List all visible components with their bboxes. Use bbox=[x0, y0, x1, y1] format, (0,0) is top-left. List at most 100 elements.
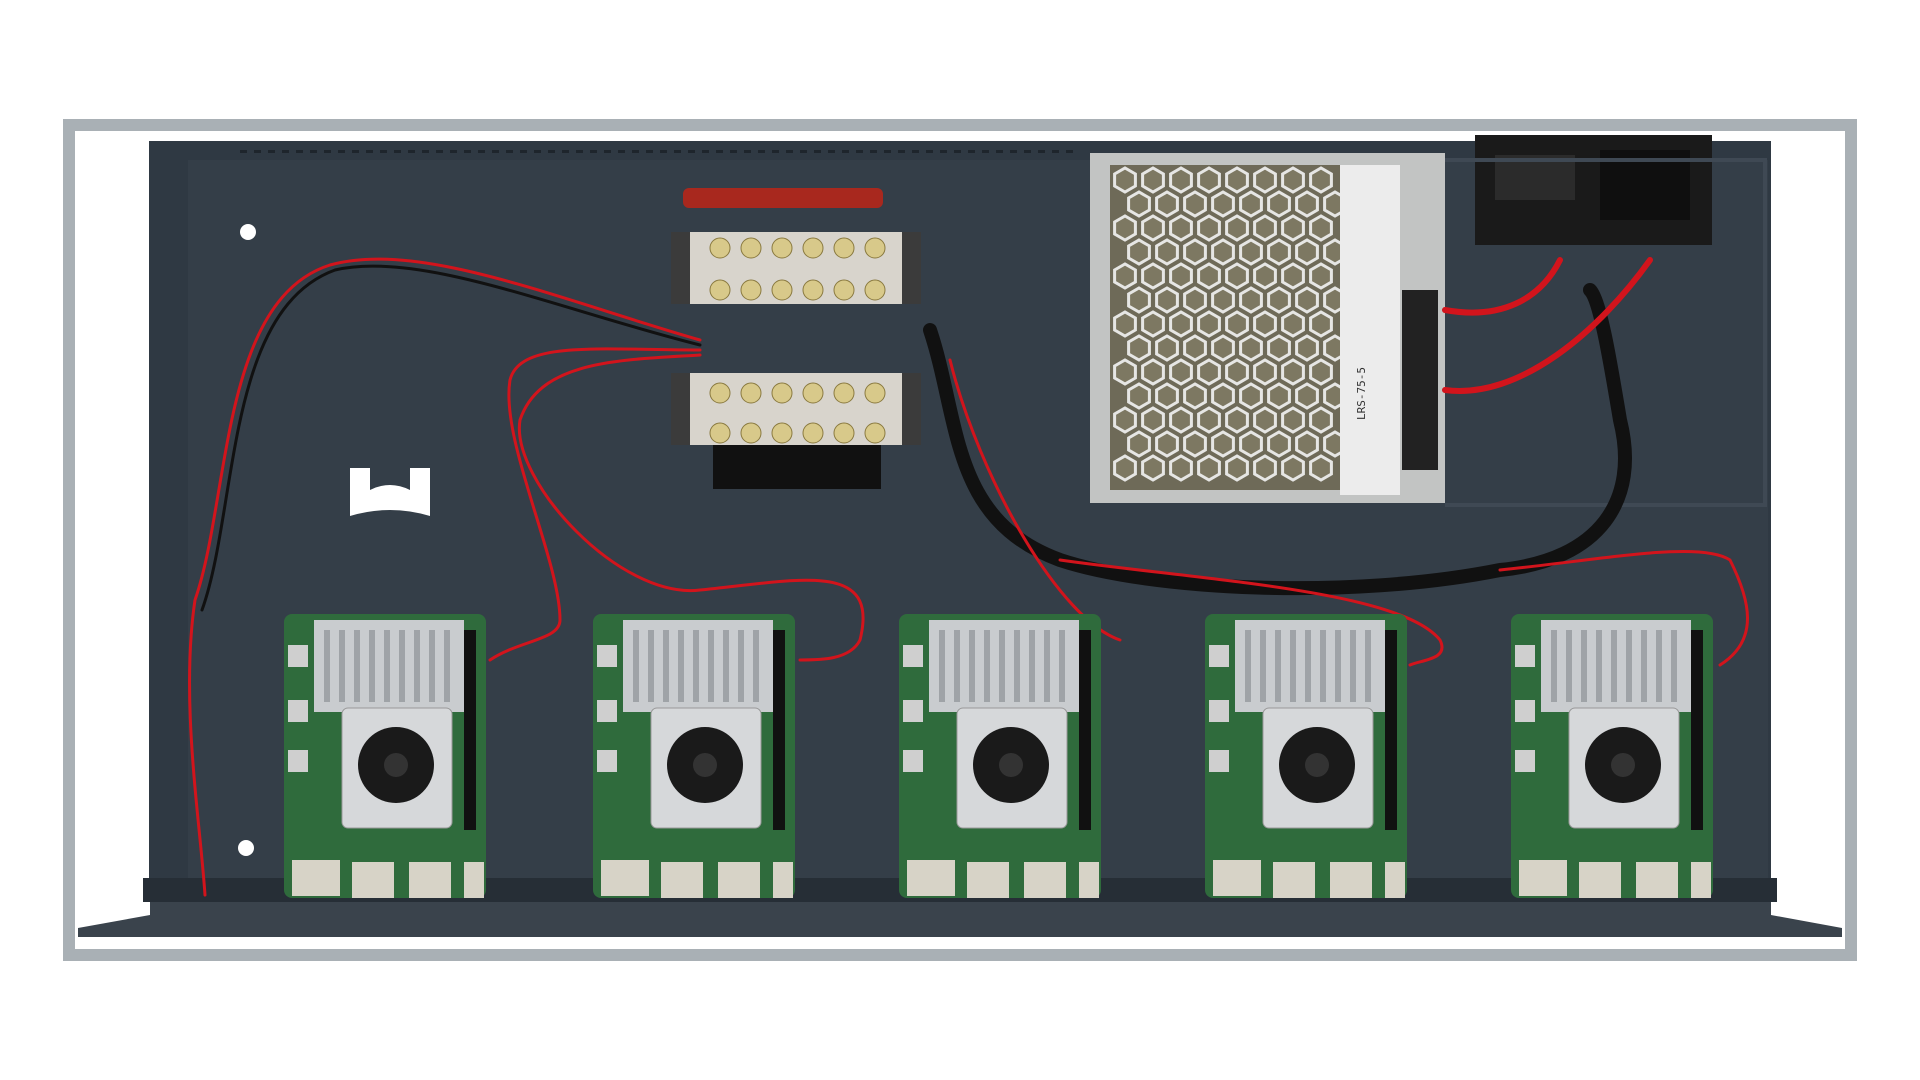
mesh-cell bbox=[1197, 406, 1221, 434]
mesh-cell bbox=[1295, 430, 1319, 458]
raspberry-pi-board bbox=[1205, 614, 1407, 898]
mesh-cell bbox=[1309, 454, 1333, 482]
vent-hole bbox=[604, 150, 611, 153]
heatsink-fin bbox=[753, 630, 759, 702]
side-port bbox=[288, 750, 308, 772]
heatsink-fin bbox=[339, 630, 345, 702]
screw bbox=[709, 382, 731, 404]
mesh-cell bbox=[1141, 310, 1165, 338]
mesh-cell bbox=[1225, 166, 1249, 194]
heatsink-fin bbox=[444, 630, 450, 702]
heatsink-fin bbox=[1626, 630, 1632, 702]
vent-hole bbox=[338, 150, 345, 153]
heatsink-fin bbox=[1335, 630, 1341, 702]
mesh-cell bbox=[1309, 406, 1333, 434]
mesh-cell bbox=[1281, 310, 1305, 338]
vent-hole bbox=[898, 150, 905, 153]
mount-hole bbox=[240, 224, 256, 240]
mesh-cell bbox=[1211, 334, 1235, 362]
mesh-cell bbox=[1113, 166, 1137, 194]
cable-slot bbox=[350, 468, 430, 516]
heatsink-fin bbox=[1275, 630, 1281, 702]
heatsink-fin bbox=[999, 630, 1005, 702]
vent-hole bbox=[884, 150, 891, 153]
heatsink-fin bbox=[384, 630, 390, 702]
vent-hole bbox=[660, 150, 667, 153]
vent-hole bbox=[548, 150, 555, 153]
heatsink-fin bbox=[738, 630, 744, 702]
wiring bbox=[188, 257, 1749, 897]
mesh-cell bbox=[1155, 238, 1179, 266]
mesh-cell bbox=[1211, 430, 1235, 458]
vent-hole bbox=[562, 150, 569, 153]
mesh-cell bbox=[1169, 358, 1193, 386]
vent-hole bbox=[954, 150, 961, 153]
vent-hole bbox=[870, 150, 877, 153]
heatsink-fin bbox=[1566, 630, 1572, 702]
mesh-cell bbox=[1211, 286, 1235, 314]
port bbox=[1519, 860, 1567, 896]
screw bbox=[709, 279, 731, 301]
mesh-cell bbox=[1211, 238, 1235, 266]
vent-hole bbox=[590, 150, 597, 153]
heatsink-fin bbox=[663, 630, 669, 702]
screw bbox=[833, 382, 855, 404]
vent-hole bbox=[1024, 150, 1031, 153]
heatsink-fin bbox=[1029, 630, 1035, 702]
vent-hole bbox=[240, 150, 247, 153]
mesh-cell bbox=[1155, 190, 1179, 218]
fan-hub bbox=[693, 753, 717, 777]
mesh-cell bbox=[1183, 238, 1207, 266]
mesh-cell bbox=[1267, 190, 1291, 218]
vent-hole bbox=[744, 150, 751, 153]
side-port bbox=[1209, 645, 1229, 667]
heatsink-fin bbox=[1305, 630, 1311, 702]
heatsink-fin bbox=[1059, 630, 1065, 702]
mesh-cell bbox=[1267, 382, 1291, 410]
heatsink-fin bbox=[1290, 630, 1296, 702]
screw bbox=[740, 279, 762, 301]
wire bbox=[188, 257, 702, 897]
side-port bbox=[597, 700, 617, 722]
mesh-cell bbox=[1239, 430, 1263, 458]
heatsink-fin bbox=[708, 630, 714, 702]
wire bbox=[1058, 558, 1444, 667]
screw bbox=[709, 422, 731, 444]
port bbox=[718, 862, 760, 898]
gpio-header bbox=[1079, 630, 1091, 830]
mesh-cell bbox=[1113, 310, 1137, 338]
mesh-cell bbox=[1155, 430, 1179, 458]
mesh-cell bbox=[1295, 382, 1319, 410]
side-port bbox=[1209, 750, 1229, 772]
fan-hub bbox=[384, 753, 408, 777]
mesh-cell bbox=[1281, 454, 1305, 482]
psu-label: LRS-75-5 bbox=[1355, 367, 1368, 420]
screw bbox=[802, 422, 824, 444]
mesh-cell bbox=[1253, 262, 1277, 290]
mesh-cell bbox=[1309, 166, 1333, 194]
port bbox=[464, 862, 484, 898]
wire bbox=[200, 264, 702, 612]
mesh-cell bbox=[1197, 214, 1221, 242]
side-port bbox=[903, 700, 923, 722]
mesh-cell bbox=[1141, 358, 1165, 386]
vent-hole bbox=[310, 150, 317, 153]
mesh-cell bbox=[1267, 286, 1291, 314]
vent-hole bbox=[268, 150, 275, 153]
mesh-cell bbox=[1113, 454, 1137, 482]
mesh-cell bbox=[1127, 190, 1151, 218]
screw bbox=[864, 279, 886, 301]
vent-hole bbox=[688, 150, 695, 153]
raspberry-pi-board bbox=[284, 614, 486, 898]
mesh-cell bbox=[1197, 454, 1221, 482]
vent-hole bbox=[828, 150, 835, 153]
mesh-cell bbox=[1267, 334, 1291, 362]
mesh-cell bbox=[1309, 214, 1333, 242]
port bbox=[1385, 862, 1405, 898]
screw bbox=[740, 422, 762, 444]
mesh-cell bbox=[1141, 214, 1165, 242]
psu-mesh bbox=[1113, 166, 1347, 482]
heatsink-fin bbox=[1365, 630, 1371, 702]
mesh-cell bbox=[1225, 262, 1249, 290]
